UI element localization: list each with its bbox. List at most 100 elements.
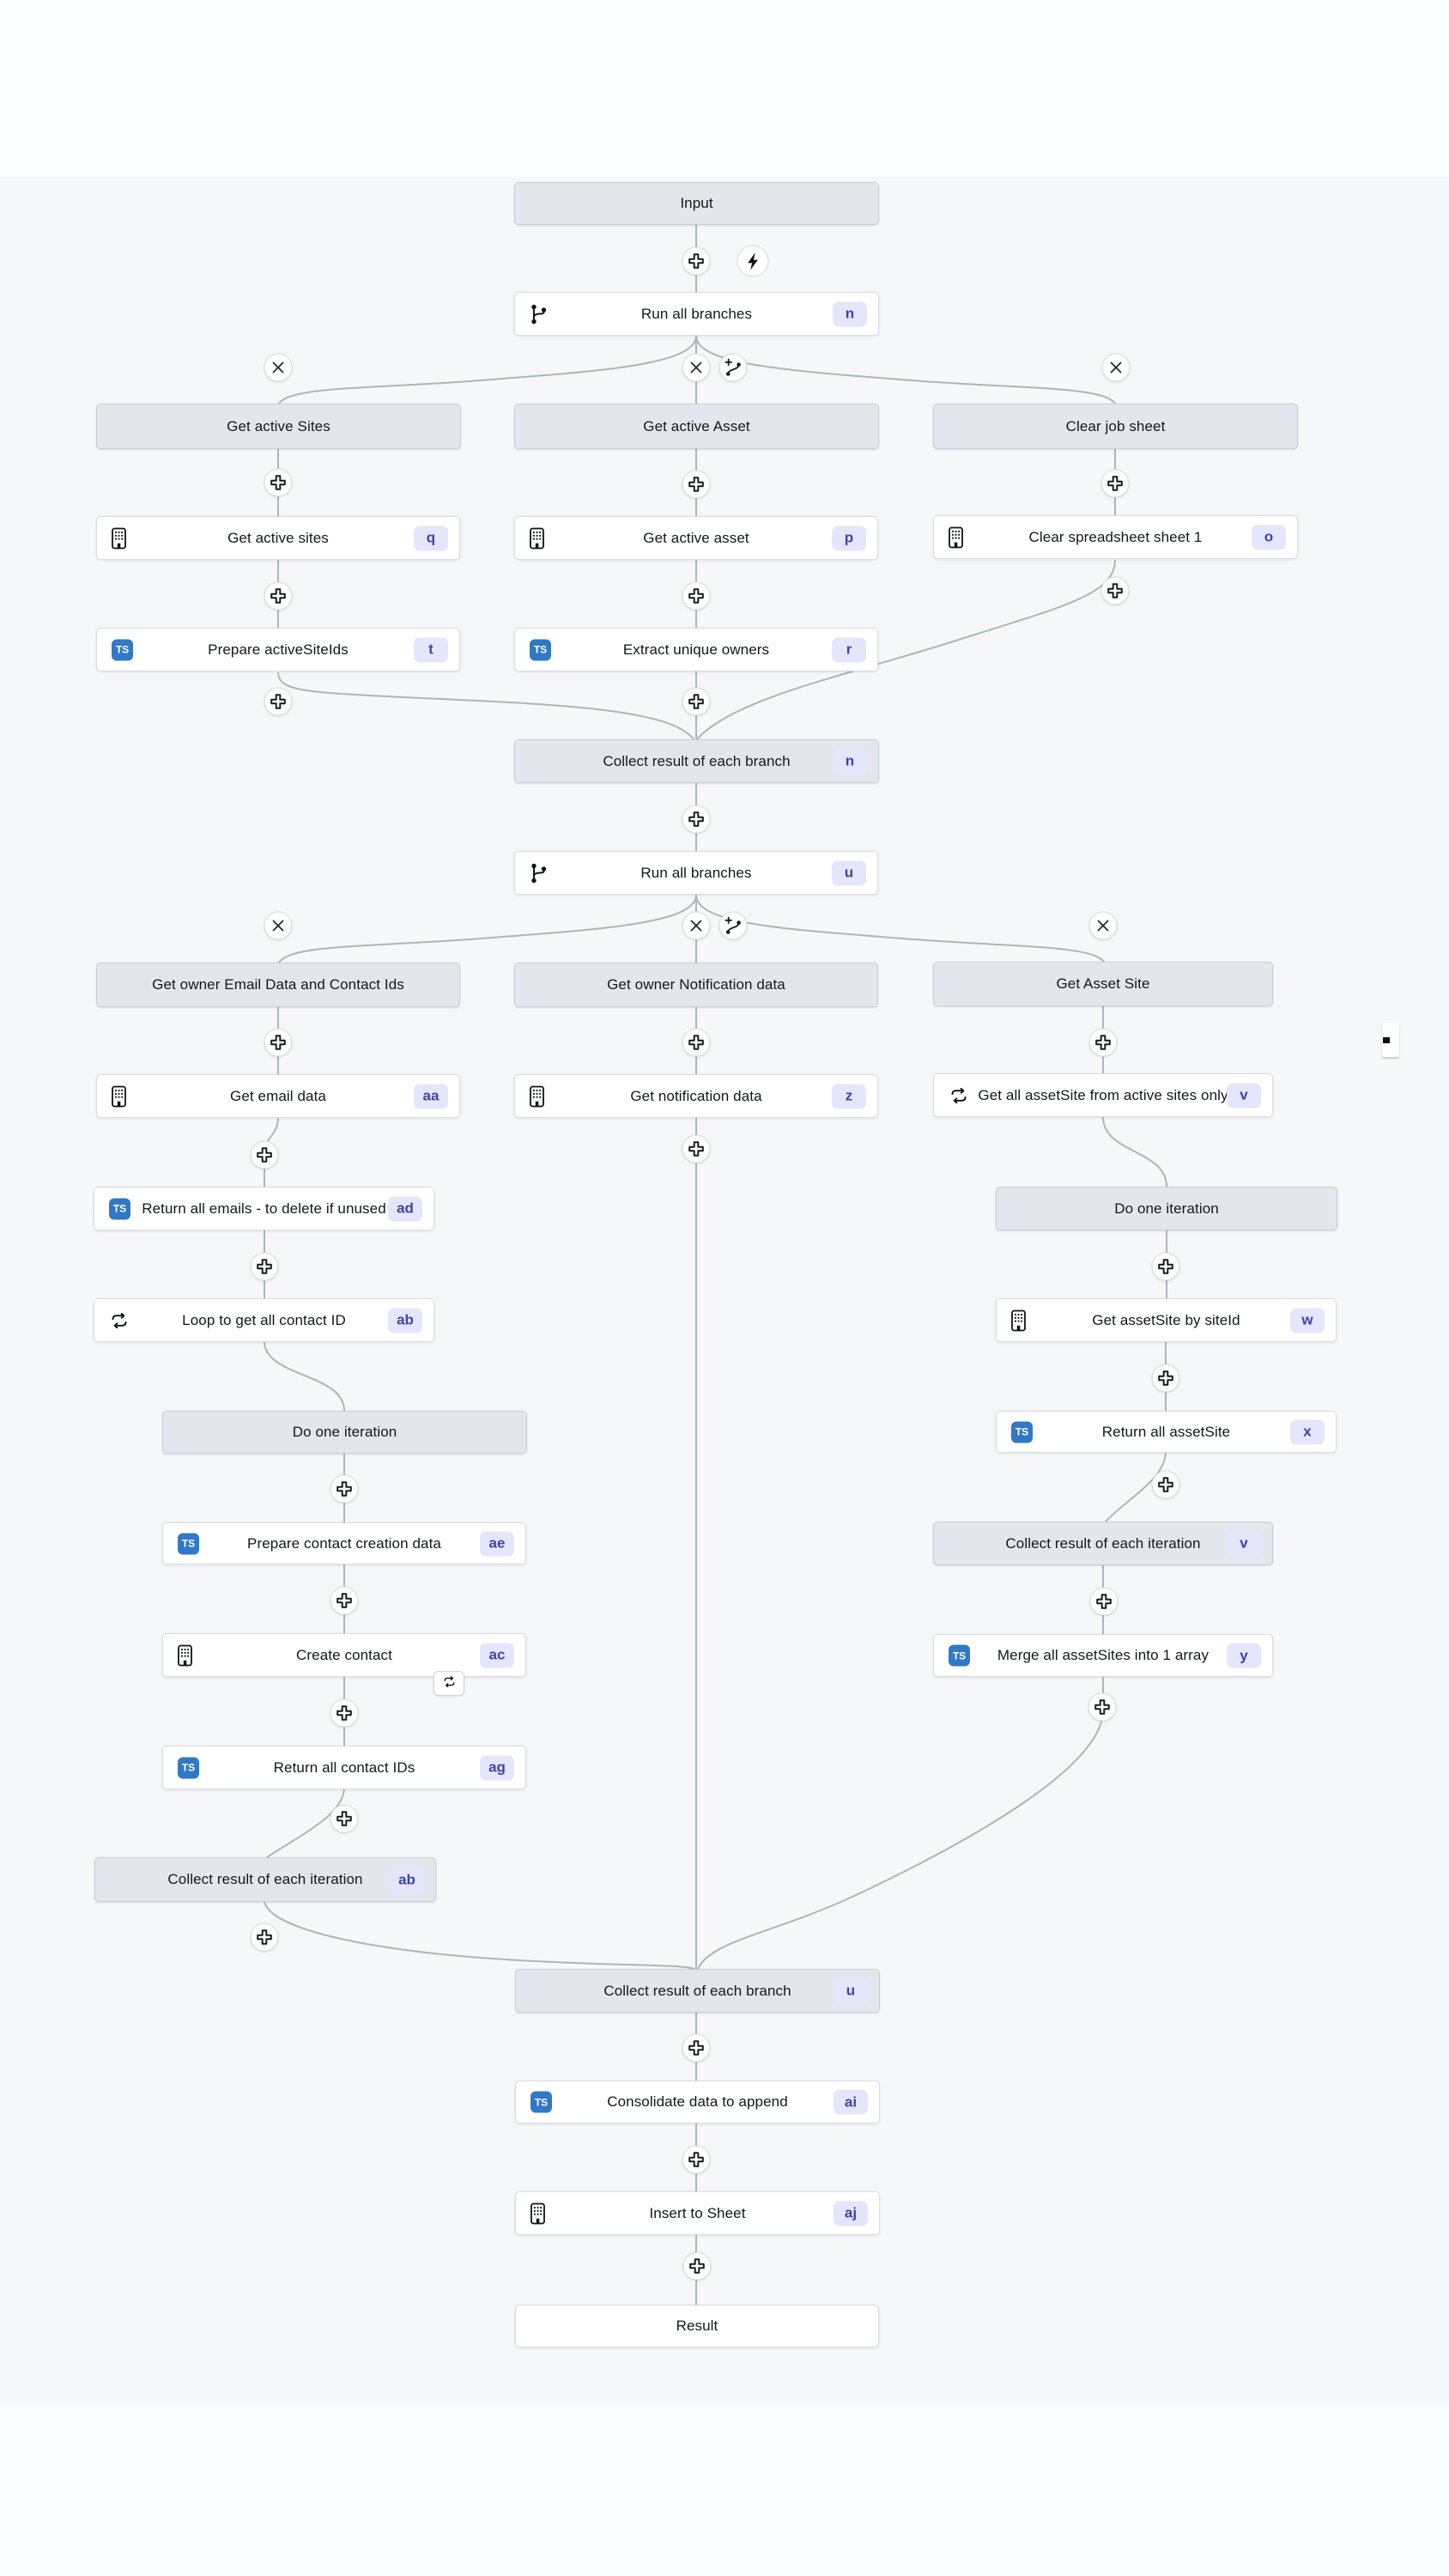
insert-step-button[interactable] bbox=[250, 1252, 279, 1281]
node-badge: ac bbox=[480, 1643, 514, 1668]
insert-step-button[interactable] bbox=[330, 1698, 359, 1728]
node-label: Run all branches bbox=[640, 305, 753, 322]
insert-step-button[interactable] bbox=[1088, 1692, 1117, 1722]
node-get-active-asset[interactable]: Get active asset p bbox=[514, 516, 878, 560]
node-label: Get email data bbox=[230, 1087, 326, 1104]
node-label: Collect result of each branch bbox=[603, 1982, 791, 1999]
branch-header-get-active-sites[interactable]: Get active Sites bbox=[96, 404, 461, 449]
node-label: Collect result of each iteration bbox=[1005, 1534, 1201, 1552]
branch-header-do-one-iteration-right[interactable]: Do one iteration bbox=[996, 1187, 1337, 1230]
insert-step-button[interactable] bbox=[682, 246, 711, 276]
node-result[interactable]: Result bbox=[515, 2305, 879, 2348]
node-label: Get active sites bbox=[227, 529, 329, 546]
node-label: Clear spreadsheet sheet 1 bbox=[1028, 528, 1203, 545]
canvas-bottom-band bbox=[0, 2403, 1449, 2576]
node-return-all-contact-ids[interactable]: TS Return all contact IDs ag bbox=[162, 1746, 526, 1789]
insert-step-button[interactable] bbox=[682, 1028, 711, 1057]
node-merge-all-assetsites[interactable]: TS Merge all assetSites into 1 array y bbox=[933, 1634, 1273, 1677]
insert-step-button[interactable] bbox=[682, 687, 711, 716]
branch-header-do-one-iteration-left[interactable]: Do one iteration bbox=[162, 1411, 527, 1454]
node-badge: u bbox=[832, 860, 866, 885]
insert-step-button[interactable] bbox=[682, 470, 711, 499]
node-run-all-branches-2[interactable]: Run all branches u bbox=[514, 851, 878, 895]
node-prepare-contact-creation-data[interactable]: TS Prepare contact creation data ae bbox=[162, 1522, 526, 1564]
node-run-all-branches-1[interactable]: Run all branches n bbox=[514, 292, 879, 336]
typescript-icon: TS bbox=[949, 1644, 970, 1667]
branch-header-get-owner-email-data[interactable]: Get owner Email Data and Contact Ids bbox=[96, 963, 460, 1007]
branch-header-get-active-asset[interactable]: Get active Asset bbox=[514, 404, 879, 449]
node-badge: n bbox=[833, 749, 867, 774]
delete-branch-button[interactable] bbox=[682, 911, 711, 940]
node-extract-unique-owners[interactable]: TS Extract unique owners r bbox=[514, 628, 878, 671]
insert-step-button[interactable] bbox=[330, 1586, 359, 1615]
node-collect-result-branch-n[interactable]: Collect result of each branch n bbox=[514, 739, 879, 783]
git-branch-icon bbox=[530, 303, 549, 325]
node-clear-spreadsheet-sheet-1[interactable]: Clear spreadsheet sheet 1 o bbox=[933, 515, 1298, 559]
node-return-all-assetsite[interactable]: TS Return all assetSite x bbox=[996, 1411, 1337, 1453]
node-label: Collect result of each branch bbox=[603, 752, 791, 769]
insert-step-button[interactable] bbox=[682, 2145, 711, 2174]
building-icon bbox=[530, 1085, 544, 1107]
insert-step-button[interactable] bbox=[264, 468, 293, 497]
node-consolidate-data-to-append[interactable]: TS Consolidate data to append ai bbox=[515, 2081, 880, 2123]
node-collect-result-branch-u[interactable]: Collect result of each branch u bbox=[515, 1969, 880, 2013]
branch-header-get-asset-site[interactable]: Get Asset Site bbox=[933, 962, 1273, 1006]
insert-step-button[interactable] bbox=[1100, 469, 1130, 498]
insert-step-button[interactable] bbox=[1151, 1470, 1180, 1499]
node-collect-result-iteration-v[interactable]: Collect result of each iteration v bbox=[933, 1522, 1273, 1565]
node-get-active-sites[interactable]: Get active sites q bbox=[96, 516, 460, 560]
node-return-all-emails[interactable]: TS Return all emails - to delete if unus… bbox=[94, 1187, 434, 1230]
insert-step-button[interactable] bbox=[682, 2251, 712, 2281]
node-input[interactable]: Input bbox=[514, 182, 879, 225]
insert-step-button[interactable] bbox=[1089, 1587, 1119, 1616]
insert-step-button[interactable] bbox=[682, 805, 711, 834]
node-label: Return all assetSite bbox=[1101, 1423, 1231, 1440]
branch-header-get-owner-notification-data[interactable]: Get owner Notification data bbox=[514, 963, 878, 1007]
add-branch-button[interactable] bbox=[718, 911, 748, 940]
insert-step-button[interactable] bbox=[250, 1140, 279, 1170]
loop-icon bbox=[442, 1676, 457, 1692]
node-label: Insert to Sheet bbox=[649, 2204, 746, 2221]
insert-step-button[interactable] bbox=[250, 1923, 279, 1952]
insert-step-button[interactable] bbox=[264, 581, 293, 611]
insert-step-button[interactable] bbox=[1088, 1028, 1118, 1057]
typescript-icon: TS bbox=[530, 639, 551, 660]
insert-step-button[interactable] bbox=[264, 1028, 293, 1057]
insert-step-button[interactable] bbox=[682, 1134, 711, 1163]
insert-step-button[interactable] bbox=[1151, 1364, 1180, 1393]
delete-branch-button[interactable] bbox=[682, 353, 711, 382]
delete-branch-button[interactable] bbox=[264, 353, 293, 382]
delete-branch-button[interactable] bbox=[1088, 911, 1118, 940]
insert-step-button[interactable] bbox=[330, 1474, 359, 1504]
node-prepare-activesiteids[interactable]: TS Prepare activeSiteIds t bbox=[96, 628, 460, 671]
node-get-assetsite-by-siteid[interactable]: Get assetSite by siteId w bbox=[996, 1298, 1337, 1342]
node-badge: y bbox=[1227, 1643, 1261, 1668]
node-loop-get-all-contact-id[interactable]: Loop to get all contact ID ab bbox=[94, 1298, 434, 1342]
lightning-button[interactable] bbox=[737, 245, 769, 277]
node-badge: ai bbox=[834, 2089, 868, 2115]
building-icon bbox=[112, 1085, 126, 1107]
insert-step-button[interactable] bbox=[264, 687, 293, 716]
node-label: Get owner Email Data and Contact Ids bbox=[152, 976, 404, 993]
building-icon bbox=[178, 1644, 192, 1666]
insert-step-button[interactable] bbox=[1151, 1252, 1180, 1281]
node-get-email-data[interactable]: Get email data aa bbox=[96, 1074, 460, 1118]
node-label: Do one iteration bbox=[292, 1424, 397, 1440]
branch-header-clear-job-sheet[interactable]: Clear job sheet bbox=[933, 404, 1298, 449]
add-branch-button[interactable] bbox=[718, 353, 748, 382]
insert-step-button[interactable] bbox=[682, 581, 711, 611]
node-label: Prepare contact creation data bbox=[247, 1534, 441, 1552]
node-badge: ag bbox=[480, 1755, 514, 1780]
loop-indicator-chip[interactable] bbox=[433, 1671, 464, 1696]
delete-branch-button[interactable] bbox=[1101, 353, 1131, 382]
node-badge: ae bbox=[480, 1531, 514, 1556]
node-get-all-assetsite[interactable]: Get all assetSite from active sites only… bbox=[933, 1073, 1273, 1117]
node-create-contact[interactable]: Create contact ac bbox=[162, 1633, 526, 1677]
node-insert-to-sheet[interactable]: Insert to Sheet aj bbox=[515, 2191, 880, 2235]
delete-branch-button[interactable] bbox=[264, 911, 293, 940]
insert-step-button[interactable] bbox=[330, 1804, 359, 1833]
insert-step-button[interactable] bbox=[1100, 576, 1130, 605]
node-get-notification-data[interactable]: Get notification data z bbox=[514, 1074, 878, 1118]
node-collect-result-iteration-ab[interactable]: Collect result of each iteration ab bbox=[94, 1857, 436, 1902]
insert-step-button[interactable] bbox=[682, 2033, 711, 2063]
